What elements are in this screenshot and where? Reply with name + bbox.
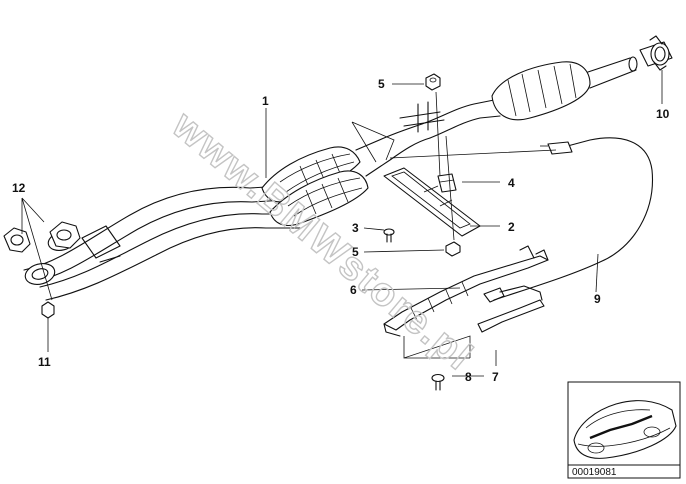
callout-6: 6 — [350, 283, 357, 297]
callout-1: 1 — [262, 94, 269, 108]
hex-nut-upper[interactable] — [425, 73, 441, 91]
image-code: 00019081 — [572, 467, 617, 478]
flange-gasket-left[interactable] — [3, 227, 31, 253]
support-bracket[interactable] — [383, 245, 549, 337]
callout-5-lower: 5 — [352, 245, 359, 259]
car-silhouette — [573, 400, 677, 459]
callout-10: 10 — [656, 107, 670, 121]
callout-8: 8 — [465, 370, 472, 384]
pipe-clamp[interactable] — [639, 35, 673, 71]
flange-gasket-right[interactable] — [49, 221, 81, 249]
screw[interactable] — [431, 373, 445, 391]
callout-3: 3 — [352, 221, 359, 235]
inset-exhaust-highlight — [589, 414, 653, 440]
callout-5-upper: 5 — [378, 77, 385, 91]
centre-pipe[interactable] — [399, 99, 501, 139]
rubber-mount[interactable] — [437, 173, 457, 193]
connector-bracket[interactable] — [477, 285, 545, 333]
flange-nut[interactable] — [41, 301, 55, 319]
hex-nut-lower[interactable] — [445, 241, 461, 257]
callout-7: 7 — [492, 370, 499, 384]
mounting-plate[interactable] — [383, 167, 481, 237]
callout-2: 2 — [508, 220, 515, 234]
callout-12: 12 — [12, 181, 26, 195]
oxygen-sensor-cable[interactable] — [493, 137, 654, 301]
leader-lines — [21, 70, 663, 377]
callout-11: 11 — [38, 355, 51, 369]
rear-catalytic-converter[interactable] — [491, 56, 638, 121]
bolt[interactable] — [383, 228, 395, 243]
watermark: www.BMWstore.pl — [163, 103, 481, 380]
callout-4: 4 — [508, 176, 515, 190]
vehicle-location-inset: 00019081 — [567, 381, 681, 479]
callout-9: 9 — [594, 292, 601, 306]
twin-catalytic-converters[interactable] — [261, 123, 431, 227]
